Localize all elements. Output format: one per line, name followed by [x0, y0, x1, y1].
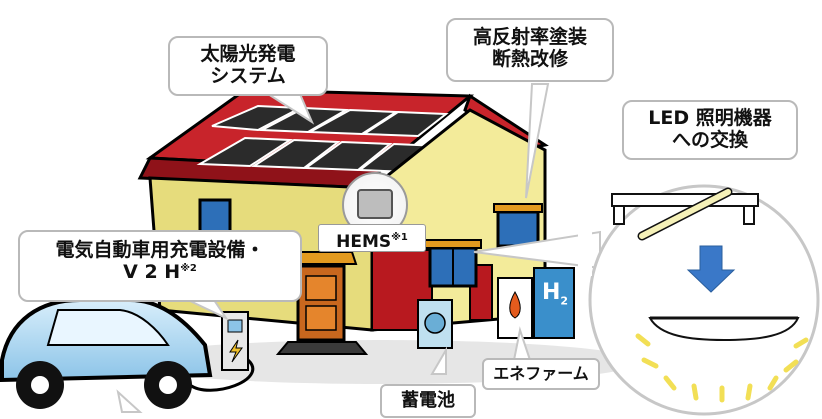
- ev-label-line2: V 2 H※2: [20, 260, 300, 284]
- battery-label-text: 蓄電池: [401, 390, 455, 411]
- led-label-line2: への交換: [671, 128, 748, 151]
- hydrogen-main: H: [542, 280, 561, 305]
- storage-battery-icon: [417, 299, 453, 349]
- ev-label-line1: 電気自動車用充電設備・: [55, 239, 265, 261]
- hems-label: HEMS※1: [318, 224, 426, 252]
- hems-label-note: ※1: [391, 232, 408, 243]
- paint-label-line1: 高反射率塗装: [472, 26, 587, 48]
- ev-charger-icon: [189, 311, 255, 392]
- solar-power-label: 太陽光発電 システム: [168, 36, 328, 96]
- hydrogen-sub: 2: [560, 294, 569, 308]
- ev-label-v2h: V 2 H: [123, 260, 181, 283]
- led-lighting-label: LED 照明機器 への交換: [622, 100, 798, 160]
- solar-label-line2: システム: [210, 64, 286, 87]
- ev-label-note: ※2: [180, 262, 197, 274]
- enefarm-unit-icon: [497, 267, 575, 339]
- led-callout-bubble: [473, 184, 820, 416]
- battery-label: 蓄電池: [380, 384, 476, 418]
- hems-label-text: HEMS: [336, 232, 392, 252]
- enefarm-label-text: エネファーム: [493, 364, 589, 383]
- windows: [198, 198, 543, 288]
- high-reflect-paint-label: 高反射率塗装 断熱改修: [446, 18, 614, 82]
- ev-charger-label: 電気自動車用充電設備・ V 2 H※2: [18, 230, 302, 302]
- front-door: [275, 264, 369, 355]
- solar-label-line1: 太陽光発電: [200, 43, 296, 65]
- paint-label-line2: 断熱改修: [491, 47, 568, 70]
- led-label-line1: LED 照明機器: [648, 107, 772, 129]
- enefarm-label: エネファーム: [482, 358, 600, 390]
- callout-pointers: [116, 83, 550, 413]
- hydrogen-symbol: H2: [542, 280, 568, 307]
- electric-car-icon: [0, 298, 213, 409]
- hems-device-icon: [342, 172, 408, 238]
